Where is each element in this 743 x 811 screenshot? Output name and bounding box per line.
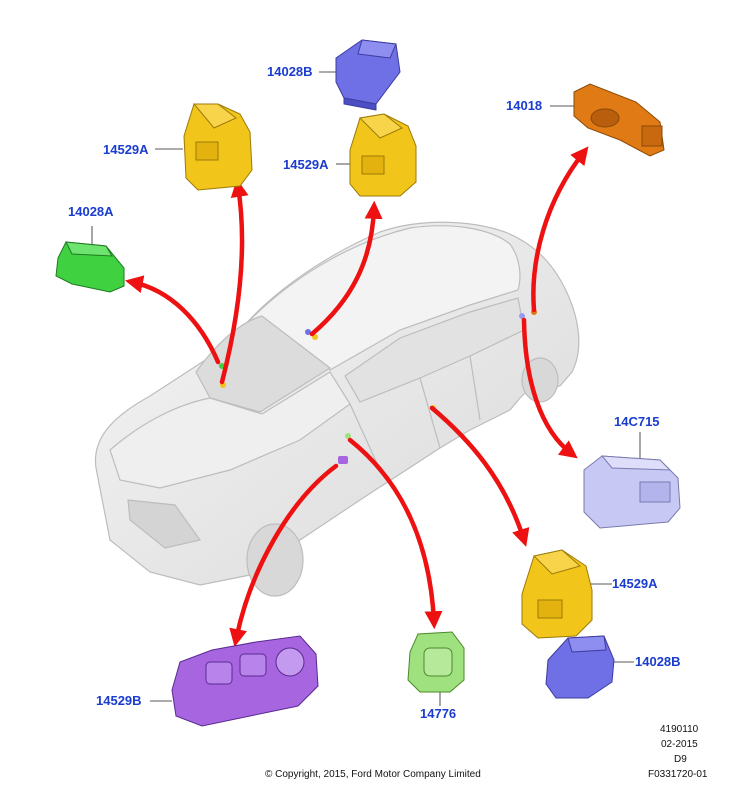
arrow-to-front-14529A: [219, 178, 249, 385]
vehicle-illustration: [94, 221, 580, 597]
copyright-text: © Copyright, 2015, Ford Motor Company Li…: [265, 769, 481, 780]
footer-code-1: 4190110: [660, 724, 699, 735]
arrow-to-roof-14529A: [309, 200, 383, 337]
marker-roof-blue: [305, 329, 311, 335]
vehicle-hood: [109, 371, 351, 489]
callout-14529B: 14529B: [96, 693, 142, 708]
switch-14028A: [55, 241, 125, 293]
callout-14018: 14018: [506, 98, 543, 113]
arrow-to-14018: [531, 146, 589, 313]
switch-14529B: [171, 635, 319, 727]
callout-14529A-roof: 14529A: [283, 157, 329, 172]
marker-rear-blue: [519, 313, 525, 319]
vehicle-roof: [248, 225, 521, 371]
switch-14028B-top: [335, 39, 401, 111]
vehicle-grille: [127, 499, 202, 549]
arrow-to-14776: [347, 437, 443, 630]
footer-code-3: F0331720-01: [648, 769, 708, 780]
module-14C715: [583, 455, 681, 529]
callout-14529A-rear: 14529A: [612, 576, 658, 591]
callout-14C715: 14C715: [614, 414, 660, 429]
sensor-14018: [573, 83, 665, 157]
switch-14529A-rear: [521, 549, 593, 639]
leader-lines: [91, 71, 641, 706]
footer-code-2: D9: [674, 754, 687, 765]
callout-14776: 14776: [420, 706, 457, 721]
switch-14529A-front: [183, 103, 253, 191]
vehicle-door-lines: [349, 355, 481, 471]
callout-14028B-bottom: 14028B: [635, 654, 681, 669]
location-arrows: [124, 146, 589, 648]
arrow-to-14529B: [229, 463, 339, 648]
callout-14529A-front: 14529A: [103, 142, 149, 157]
marker-door-purple: [338, 456, 348, 464]
vehicle-rear-wheel: [521, 357, 559, 403]
arrow-to-14028A: [124, 275, 221, 365]
arrow-to-rear-14529A: [429, 405, 530, 547]
vehicle-front-wheel: [246, 523, 304, 597]
footer-date: 02-2015: [661, 739, 698, 750]
arrow-to-14C715: [521, 317, 578, 459]
switch-14028B-bottom: [545, 635, 615, 699]
callout-14028B-top: 14028B: [267, 64, 313, 79]
switch-14529A-roof: [349, 113, 417, 197]
callout-14028A: 14028A: [68, 204, 114, 219]
switch-14776: [407, 631, 465, 693]
marker-door-green: [345, 433, 351, 439]
